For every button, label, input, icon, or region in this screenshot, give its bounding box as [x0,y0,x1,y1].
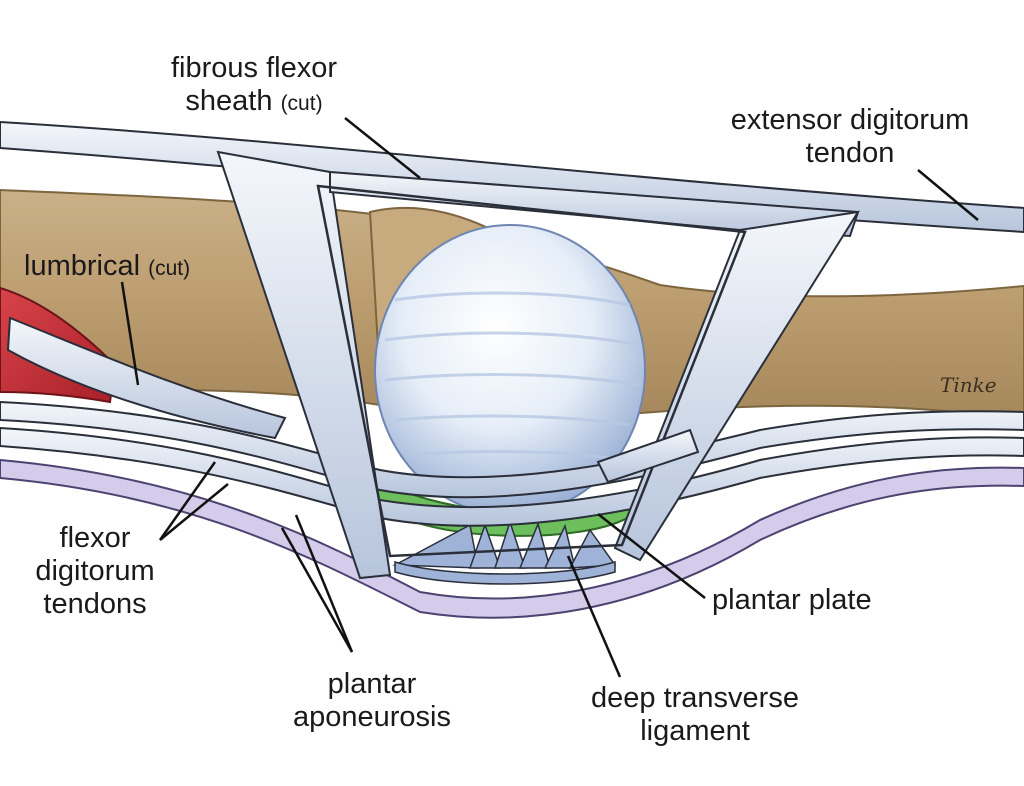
leader-flexor-2 [159,483,229,541]
capsule-fibers [384,291,641,460]
artist-signature: Tinke [940,373,997,397]
label-aponeurosis-line1: plantar [327,668,417,700]
leader-lumbrical [120,281,140,386]
label-extensor-digitorum-tendon: extensor digitorum tendon [700,104,1000,170]
label-flexor-line2: digitorum [35,555,155,587]
label-flexor-line3: tendons [43,588,147,620]
label-plantar-aponeurosis: plantar aponeurosis [262,668,482,734]
leader-flexor-1 [158,461,217,541]
label-flexor-digitorum-tendons: flexor digitorum tendons [30,522,160,621]
cut-tendon-stub [596,428,700,484]
leader-deep-ligament [566,555,622,678]
label-deep-transverse-ligament: deep transverse ligament [560,682,830,748]
leader-fibrous-sheath [344,117,421,179]
label-fibrous-flexor-sheath: fibrous flexor sheath (cut) [144,52,364,120]
leader-lines [120,117,979,678]
label-ligament-line2: ligament [640,715,750,747]
label-fibrous-line2: sheath (cut) [185,85,323,117]
leader-aponeurosis-1 [280,527,354,653]
label-ligament-line1: deep transverse [591,682,799,714]
plantar-aponeurosis [0,458,1024,619]
label-aponeurosis-line2: aponeurosis [293,701,451,733]
label-extensor-line2: tendon [805,137,895,169]
leader-extensor [917,169,979,221]
leader-aponeurosis-2 [294,514,354,653]
label-lumbrical: lumbrical (cut) [24,250,191,282]
lumbrical-tendon [6,316,287,440]
fibrous-flexor-sheath [216,150,861,580]
label-plantar-plate: plantar plate [712,584,872,616]
label-extensor-line1: extensor digitorum [730,104,970,136]
leader-plantar-plate [597,513,706,599]
label-flexor-line1: flexor [59,522,131,554]
label-fibrous-line1: fibrous flexor [170,52,337,84]
